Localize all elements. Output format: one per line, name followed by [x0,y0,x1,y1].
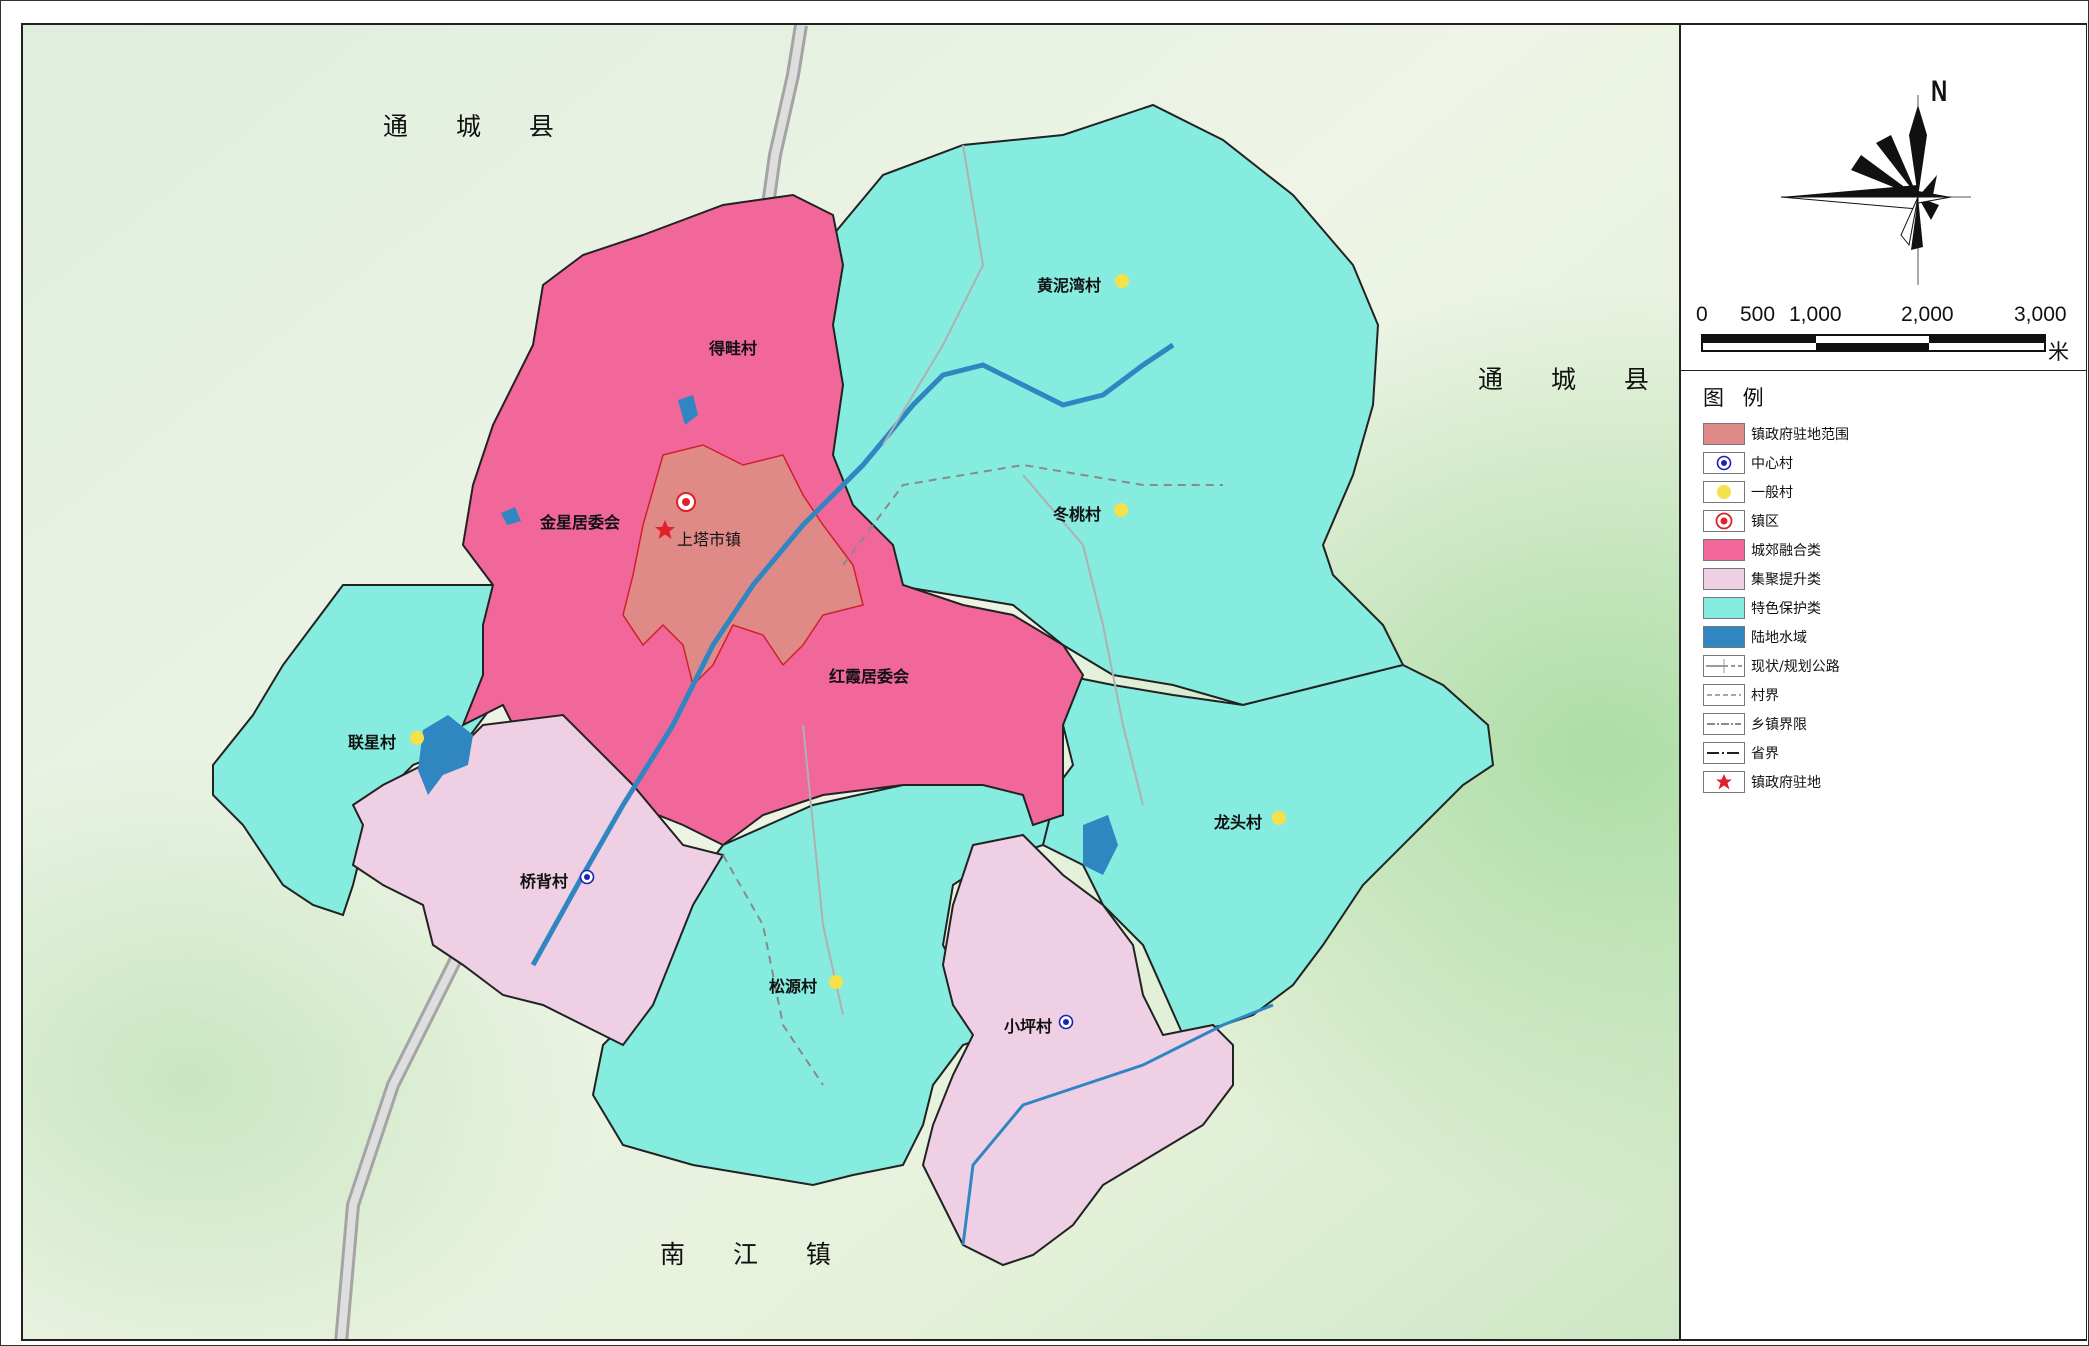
map-svg[interactable] [23,25,1681,1341]
legend-label: 现状/规划公路 [1751,659,1840,675]
legend-label: 乡镇界限 [1751,717,1807,733]
legend-label: 镇区 [1751,514,1779,530]
center-village-icon [1058,1014,1074,1030]
river-south [961,1003,1274,1246]
legend-label: 一般村 [1751,485,1793,501]
local-road [1022,474,1144,806]
neighbor-town-south: 南 江 镇 [660,1240,851,1269]
place-label-lianxing[interactable]: 联星村 [348,733,397,752]
neighbor-county-northwest: 通 城 县 [383,112,574,141]
place-label-dongtao[interactable]: 冬桃村 [1053,505,1102,524]
general-village-icon [1114,503,1128,517]
suburban-integration-swatch [1703,539,1745,561]
provincial-boundary-icon [1703,742,1745,764]
legend-label: 省界 [1751,746,1779,762]
village-boundary-line [842,463,1223,566]
legend-item-protection: 特色保护类 [1703,596,1821,620]
legend-label: 特色保护类 [1751,601,1821,617]
general-village-icon [1703,481,1745,503]
legend-item-town-govt-area: 镇政府驻地范围 [1703,422,1849,446]
legend-label: 陆地水域 [1751,630,1807,646]
place-label-hongxia[interactable]: 红霞居委会 [829,667,910,686]
neighbor-county-east: 通 城 县 [1478,365,1669,394]
road-line-icon [1703,655,1745,677]
water-pond-north [678,395,698,425]
town-government-star-icon [655,520,675,539]
township-boundary-icon [1703,713,1745,735]
map-sidebar: N 0 500 1,000 2,000 3,000 米 图 例 镇政府驻地范围 … [1681,23,2087,1341]
scale-tick-3000: 3,000 [2014,303,2067,326]
scale-tick-0: 0 [1696,303,1708,326]
scale-bar [1701,334,2046,352]
water-pond-jinxing [501,507,521,525]
water-reservoir-longtou [1083,815,1118,875]
legend-item-center-village: 中心村 [1703,451,1793,475]
legend-label: 中心村 [1751,456,1793,472]
village-boundary-icon [1703,684,1745,706]
local-road [882,144,985,446]
region-xiaoping[interactable] [921,833,1234,1267]
town-area-icon [1703,510,1745,532]
center-village-icon [1703,452,1745,474]
scale-tick-1000: 1,000 [1789,303,1842,326]
legend-label: 村界 [1751,688,1779,704]
town-government-star-icon [1703,771,1745,793]
legend-item-road: 现状/规划公路 [1703,654,1840,678]
legend-label: 集聚提升类 [1751,572,1821,588]
place-label-huangniwan[interactable]: 黄泥湾村 [1037,276,1102,295]
general-village-icon [829,975,843,989]
scale-unit: 米 [2048,340,2069,364]
village-boundary-line [722,854,824,1086]
water-body-swatch [1703,626,1745,648]
water-reservoir-lianxing [418,715,473,795]
legend-label: 镇政府驻地范围 [1751,427,1849,443]
legend-item-suburban: 城郊融合类 [1703,538,1821,562]
general-village-icon [1272,811,1286,825]
place-label-qiaobei[interactable]: 桥背村 [520,872,569,891]
town-govt-area-swatch [1703,423,1745,445]
place-label-dewa[interactable]: 得畦村 [709,339,758,358]
characteristic-protection-swatch [1703,597,1745,619]
place-label-town[interactable]: 上塔市镇 [677,530,742,549]
legend-item-water: 陆地水域 [1703,625,1807,649]
legend-label: 城郊融合类 [1751,543,1821,559]
center-village-icon [579,869,595,885]
legend-item-village-boundary: 村界 [1703,683,1779,707]
place-label-longtou[interactable]: 龙头村 [1214,813,1263,832]
legend-item-provincial-boundary: 省界 [1703,741,1779,765]
place-label-songyuan[interactable]: 松源村 [769,977,818,996]
legend-item-general-village: 一般村 [1703,480,1793,504]
map-canvas[interactable]: 通 城 县 通 城 县 南 江 镇 得畦村 黄泥湾村 金星居委会 上塔市镇 冬桃… [21,23,1681,1341]
place-label-xiaoping[interactable]: 小坪村 [1004,1017,1053,1036]
general-village-icon [1115,274,1129,288]
legend-title: 图 例 [1703,386,1770,410]
general-village-icon [410,731,424,745]
agglomeration-upgrade-swatch [1703,568,1745,590]
compass-rose-icon [1780,95,1971,285]
legend-item-town-area: 镇区 [1703,509,1779,533]
town-area-icon [676,492,696,512]
scale-tick-500: 500 [1740,303,1776,326]
legend-label: 镇政府驻地 [1751,775,1821,791]
compass-scale-panel: N 0 500 1,000 2,000 3,000 米 [1681,25,2087,371]
legend-item-town-government: 镇政府驻地 [1703,770,1821,794]
legend-item-agglomeration: 集聚提升类 [1703,567,1821,591]
scale-tick-2000: 2,000 [1901,303,1954,326]
local-road [802,724,844,1016]
compass-north-label: N [1931,75,1948,108]
legend-item-township-boundary: 乡镇界限 [1703,712,1807,736]
place-label-jinxing[interactable]: 金星居委会 [540,513,621,532]
